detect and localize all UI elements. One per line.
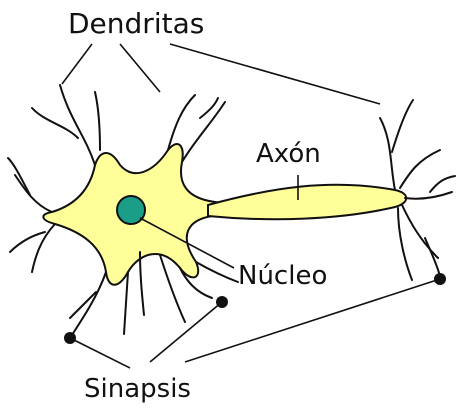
- nucleus: [117, 196, 145, 224]
- label-nucleus: Núcleo: [238, 261, 327, 291]
- axon-body: [208, 185, 406, 219]
- label-dendrites: Dendritas: [68, 7, 204, 40]
- label-synapses: Sinapsis: [84, 374, 191, 404]
- label-axon: Axón: [256, 139, 321, 169]
